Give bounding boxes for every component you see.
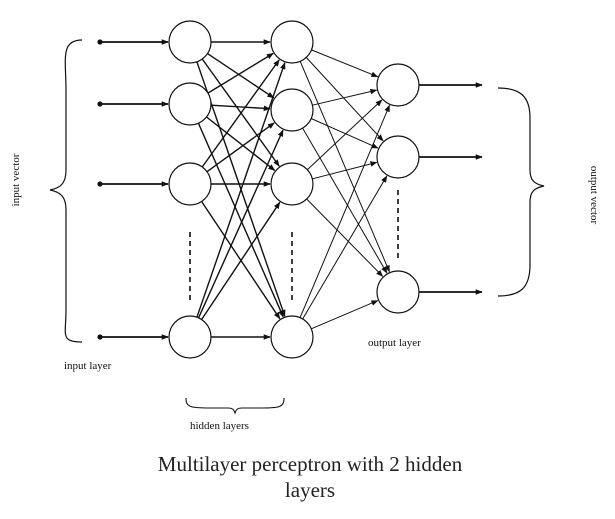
output-layer-label: output layer — [368, 337, 421, 349]
connection-arrow — [312, 161, 378, 180]
output-node-2 — [376, 135, 420, 179]
connection-arrow — [299, 61, 390, 273]
connection-arrow — [312, 88, 378, 106]
input-vector-label: input vector — [10, 153, 22, 207]
caption-line-2: layers — [284, 478, 336, 502]
extras — [49, 39, 545, 415]
nodes — [168, 20, 420, 359]
connection-arrow — [302, 175, 388, 320]
connection-arrow — [305, 57, 384, 142]
connection-arrow — [196, 62, 286, 318]
output-node-1 — [376, 63, 420, 107]
connection-arrow — [201, 59, 280, 168]
hidden-layers-label: hidden layers — [190, 420, 249, 432]
input-vector-brace — [49, 39, 83, 343]
connection-arrow — [197, 122, 284, 318]
connection-arrow — [206, 122, 275, 173]
connection-arrow — [302, 127, 388, 274]
connection-arrow — [210, 104, 271, 112]
connection-arrow — [207, 52, 274, 94]
connections — [196, 39, 390, 340]
connection-arrow — [206, 116, 276, 171]
hidden2-node-2 — [270, 88, 314, 132]
connection-arrow — [306, 99, 383, 171]
hidden1-node-3 — [168, 162, 212, 206]
hidden1-node-1 — [168, 20, 212, 64]
output-vector-label: output vector — [588, 165, 600, 225]
connection-arrow — [299, 104, 390, 318]
hidden1-node-4 — [168, 315, 212, 359]
connection-arrow — [306, 198, 384, 277]
output-node-3 — [376, 270, 420, 314]
hidden-layers-brace — [185, 397, 285, 415]
hidden1-node-2 — [168, 82, 212, 126]
hidden2-node-1 — [270, 20, 314, 64]
hidden2-node-4 — [270, 315, 314, 359]
output-vector-label-wrap: output vector — [584, 145, 604, 245]
connection-arrow — [197, 129, 284, 319]
input-layer-label: input layer — [64, 360, 112, 372]
caption-line-1: Multilayer perceptron with 2 hidden — [157, 452, 463, 476]
connection-arrow — [201, 201, 281, 320]
connection-arrow — [310, 118, 379, 149]
output-vector-brace — [497, 87, 545, 297]
connection-arrow — [311, 300, 379, 330]
hidden2-node-3 — [270, 162, 314, 206]
connection-arrow — [207, 53, 275, 99]
input-vector-label-wrap: input vector — [6, 130, 26, 230]
connection-arrow — [311, 49, 379, 78]
